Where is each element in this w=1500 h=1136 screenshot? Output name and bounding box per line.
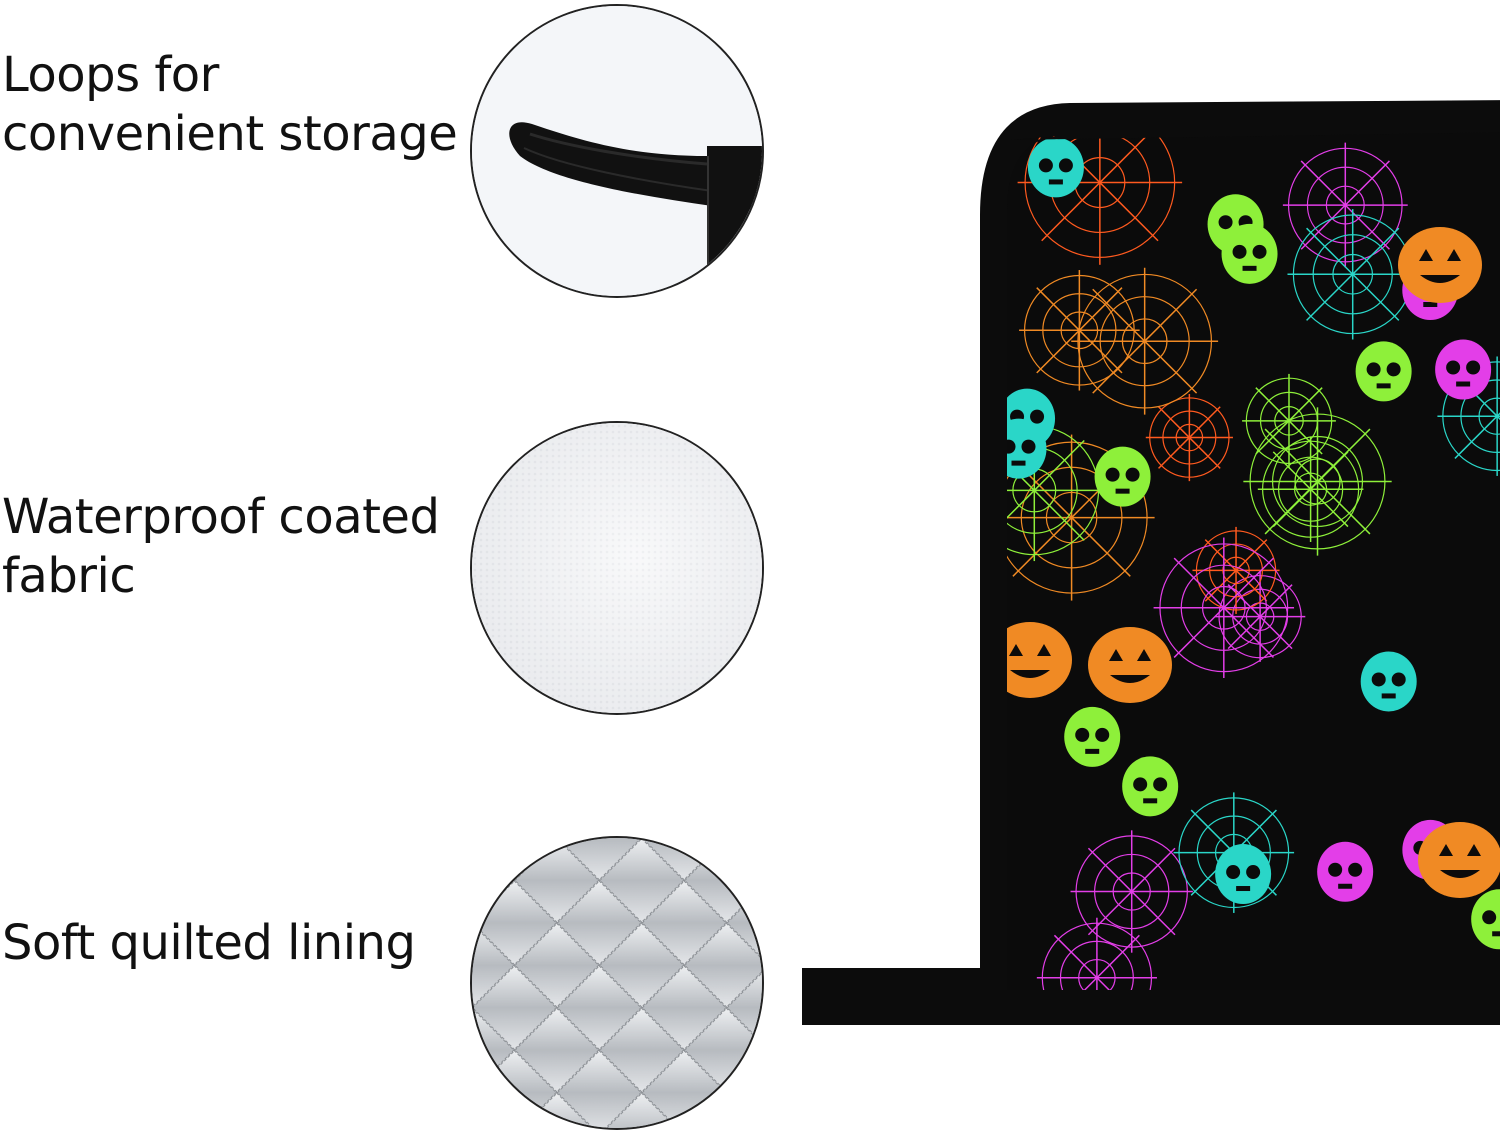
spider-web-motif [1287, 209, 1418, 340]
pumpkin-motif [1088, 627, 1172, 703]
skull-motif [1215, 844, 1272, 905]
quilted-lining-detail-image [470, 836, 764, 1130]
skull-motif [1317, 841, 1374, 902]
skull-motif [1355, 341, 1412, 402]
feature-label-waterproof: Waterproof coated fabric [2, 489, 440, 604]
pot-holder-product [800, 100, 1500, 1025]
waterproof-fabric-detail-image [470, 421, 764, 715]
pumpkin-motif [1398, 227, 1482, 303]
spider-web-motif [1145, 393, 1233, 482]
pumpkin-motif [1007, 622, 1072, 698]
quilt-texture-icon [472, 838, 762, 1128]
feature-label-quilted: Soft quilted lining [2, 915, 416, 971]
skull-motif [1221, 223, 1278, 284]
skull-motif [1122, 756, 1179, 817]
fabric-texture-icon [472, 423, 762, 713]
skull-motif [1435, 339, 1492, 400]
hanging-loop-icon [472, 6, 762, 296]
feature-label-loops: Loops for convenient storage [2, 47, 458, 162]
pumpkin-motif [1418, 822, 1500, 898]
halloween-pattern-icon [802, 100, 1500, 1025]
spider-web-motif [1070, 830, 1193, 953]
skull-motif [1360, 651, 1417, 712]
spider-web-motif [1071, 267, 1219, 415]
skull-motif [1027, 137, 1084, 198]
skull-motif [1007, 418, 1047, 479]
spider-web-motif [1282, 142, 1408, 268]
spider-web-motif [1019, 270, 1140, 391]
skull-motif [1094, 446, 1151, 507]
spider-web-motif [1153, 537, 1295, 679]
spider-web-motif [1243, 407, 1392, 556]
loop-detail-image [470, 4, 764, 298]
spider-web-motif [1192, 526, 1280, 614]
skull-motif [1471, 889, 1500, 950]
spider-web-motif [1214, 571, 1306, 662]
skull-motif [1064, 706, 1121, 767]
